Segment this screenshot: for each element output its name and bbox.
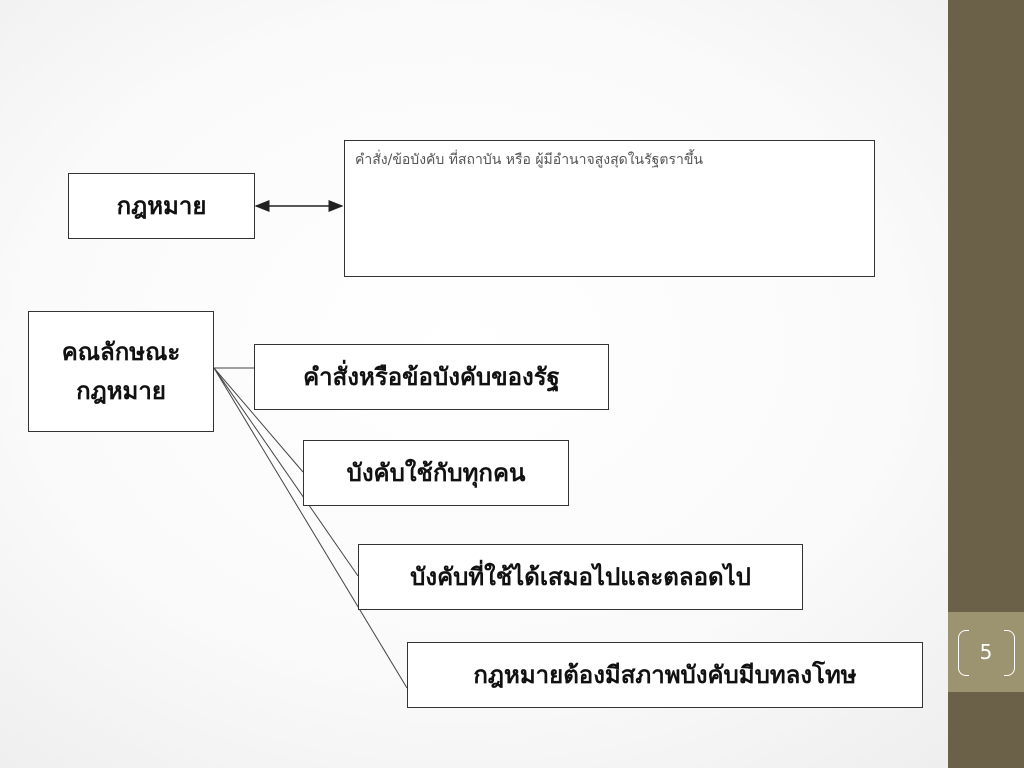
law-box-label: กฎหมาย	[116, 190, 207, 220]
characteristics-label-line1: คณลักษณะ	[61, 337, 181, 367]
connector-lines	[213, 200, 408, 689]
law-box: กฎหมาย	[68, 173, 255, 239]
item-label-1: คำสั่งหรือข้อบังคับของรัฐ	[303, 361, 560, 391]
connector-line-3	[213, 367, 359, 577]
characteristics-box: คณลักษณะ กฎหมาย	[28, 311, 214, 432]
definition-box: คำสั่ง/ข้อบังคับ ที่สถาบัน หรือ ผู้มีอำน…	[344, 140, 875, 277]
item-box-3: บังคับที่ใช้ได้เสมอไปและตลอดไป	[358, 544, 803, 610]
page-number-tab	[948, 612, 1024, 692]
item-label-3: บังคับที่ใช้ได้เสมอไปและตลอดไป	[410, 561, 751, 591]
item-box-4: กฎหมายต้องมีสภาพบังคับมีบทลงโทษ	[407, 642, 923, 708]
item-box-1: คำสั่งหรือข้อบังคับของรัฐ	[254, 344, 609, 410]
connector-line-4	[213, 367, 408, 689]
connector-line-2	[213, 367, 304, 473]
page-number: 5	[979, 640, 993, 664]
definition-text: คำสั่ง/ข้อบังคับ ที่สถาบัน หรือ ผู้มีอำน…	[355, 152, 703, 168]
item-box-2: บังคับใช้กับทุกคน	[303, 440, 569, 506]
item-label-2: บังคับใช้กับทุกคน	[346, 457, 526, 487]
page-number-bracket-left	[958, 630, 969, 676]
characteristics-label-line2: กฎหมาย	[76, 375, 166, 405]
page-number-bracket-right	[1004, 630, 1015, 676]
item-label-4: กฎหมายต้องมีสภาพบังคับมีบทลงโทษ	[473, 659, 857, 689]
